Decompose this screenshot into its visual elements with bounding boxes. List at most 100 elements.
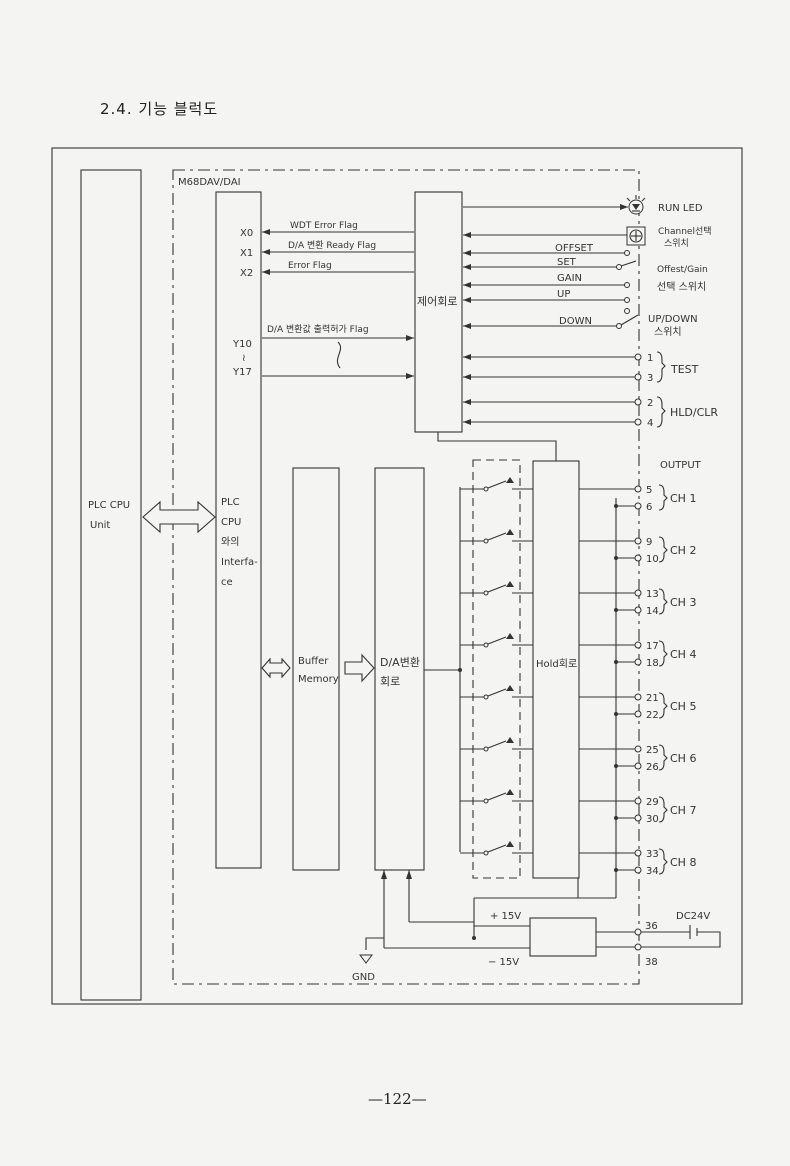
analog-switch <box>487 688 507 697</box>
hold-label: Hold회로 <box>536 658 577 670</box>
interface-line-2: CPU <box>221 517 241 528</box>
output-terminal <box>634 641 642 649</box>
output-terminal <box>634 658 642 666</box>
run-led-label: RUN LED <box>658 203 703 214</box>
signal-x0: X0 <box>240 228 253 239</box>
error-flag-label: Error Flag <box>288 261 332 271</box>
signal-x2: X2 <box>240 268 253 279</box>
analog-switch <box>487 740 507 749</box>
channel-name: CH 3 <box>670 596 696 609</box>
down-label: DOWN <box>559 316 592 327</box>
channel-pin: 21 <box>646 693 659 704</box>
output-terminal <box>634 814 642 822</box>
analog-switch <box>487 584 507 593</box>
channel-brace <box>658 484 668 511</box>
output-terminal <box>634 537 642 545</box>
power-pin-38: 38 <box>645 957 658 968</box>
control-circuit-box <box>414 191 463 433</box>
plc-cpu-unit <box>80 169 142 1001</box>
test-pin-1: 1 <box>647 353 653 364</box>
output-label: OUTPUT <box>660 460 702 471</box>
switch-contact <box>483 850 489 856</box>
buffer-label-2: Memory <box>298 674 339 685</box>
minus-15v-label: − 15V <box>488 957 519 968</box>
output-terminal <box>634 797 642 805</box>
switch-contact <box>483 642 489 648</box>
channel-pin: 14 <box>646 606 659 617</box>
da-label-2: 회로 <box>380 675 400 688</box>
outer-frame <box>51 147 743 1005</box>
buffer-double-arrow <box>261 657 291 679</box>
channel-pin: 9 <box>646 537 652 548</box>
dc-dc-converter-box <box>529 917 597 957</box>
test-pin-3: 3 <box>647 373 653 384</box>
channel-name: CH 6 <box>670 752 696 765</box>
channel-name: CH 7 <box>670 804 696 817</box>
channel-brace <box>658 536 668 563</box>
signal-y17: Y17 <box>232 367 252 378</box>
hld-pin-4: 4 <box>647 418 653 429</box>
interface-line-1: PLC <box>221 497 240 508</box>
channel-brace <box>658 640 668 667</box>
analog-switch <box>487 636 507 645</box>
buffer-label: Buffer <box>298 656 329 667</box>
channel-pin: 25 <box>646 745 659 756</box>
plc-cpu-label-2: Unit <box>90 520 110 531</box>
output-terminal <box>634 485 642 493</box>
channel-brace <box>658 796 668 823</box>
interface-line-3: 와의 <box>221 536 239 548</box>
ready-flag-label: D/A 변환 Ready Flag <box>288 239 376 251</box>
channel-pin: 18 <box>646 658 659 669</box>
buffer-memory-box <box>292 467 340 871</box>
switch-contact <box>483 694 489 700</box>
channel-brace <box>658 848 668 875</box>
switch-bank <box>472 459 521 879</box>
output-terminal <box>634 710 642 718</box>
set-label: SET <box>557 257 577 268</box>
channel-pin: 17 <box>646 641 659 652</box>
permit-flag-label: D/A 변환값 출력허가 Flag <box>267 323 369 335</box>
channel-brace <box>658 588 668 615</box>
channel-select-label: Channel선택 <box>658 226 712 237</box>
module-label: M68DAV/DAI <box>178 177 241 188</box>
dc24v-battery-icon <box>641 925 721 948</box>
output-terminal <box>634 554 642 562</box>
power-pin-36: 36 <box>645 921 658 932</box>
output-terminal <box>634 745 642 753</box>
output-terminal <box>634 589 642 597</box>
signal-y10: Y10 <box>232 339 252 350</box>
bus-double-arrow <box>142 500 216 534</box>
channel-select-label-2: 스위치 <box>664 237 689 249</box>
signal-x1: X1 <box>240 248 253 259</box>
output-terminal <box>634 866 642 874</box>
channel-pin: 6 <box>646 502 652 513</box>
channel-pin: 5 <box>646 485 652 496</box>
hld-clr-label: HLD/CLR <box>670 406 718 419</box>
analog-switch <box>487 480 507 489</box>
up-down-label-2: 스위치 <box>654 325 682 338</box>
channel-name: CH 5 <box>670 700 696 713</box>
channel-pin: 13 <box>646 589 659 600</box>
channel-pin: 10 <box>646 554 659 565</box>
signal-range-tilde: ≀ <box>242 353 246 364</box>
test-label: TEST <box>670 363 699 376</box>
analog-switch <box>487 844 507 853</box>
module-boundary <box>172 169 640 985</box>
channel-pin: 30 <box>646 814 659 825</box>
offset-gain-label-2: 선택 스위치 <box>657 280 706 293</box>
channel-brace <box>658 744 668 771</box>
hld-pin-2: 2 <box>647 398 653 409</box>
output-terminal <box>634 693 642 701</box>
dc24v-label: DC24V <box>676 911 710 922</box>
offset-label: OFFSET <box>555 243 594 254</box>
control-label: 제어회로 <box>417 295 457 308</box>
interface-line-4: Interfa- <box>221 557 258 568</box>
plc-cpu-label: PLC CPU <box>88 500 130 511</box>
wdt-flag-label: WDT Error Flag <box>290 221 358 231</box>
channel-name: CH 8 <box>670 856 696 869</box>
gain-label: GAIN <box>557 273 582 284</box>
channel-pin: 34 <box>646 866 659 877</box>
da-converter-box <box>374 467 425 871</box>
channel-pin: 33 <box>646 849 659 860</box>
